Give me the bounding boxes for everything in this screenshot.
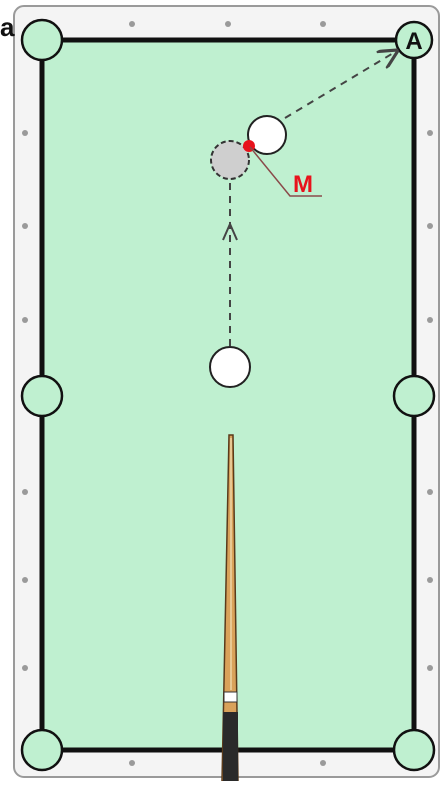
diamond-marker-icon bbox=[427, 577, 433, 583]
diamond-marker-icon bbox=[427, 665, 433, 671]
cue-ball bbox=[210, 347, 250, 387]
diamond-marker-icon bbox=[427, 223, 433, 229]
diamond-marker-icon bbox=[22, 223, 28, 229]
diamond-marker-icon bbox=[22, 489, 28, 495]
pocket-icon bbox=[22, 20, 62, 60]
pocket-label: A bbox=[405, 28, 422, 55]
pocket-icon bbox=[22, 730, 62, 770]
diamond-marker-icon bbox=[427, 130, 433, 136]
diamond-marker-icon bbox=[320, 760, 326, 766]
contact-point-label: M bbox=[293, 171, 313, 198]
diamond-marker-icon bbox=[427, 317, 433, 323]
diamond-marker-icon bbox=[129, 760, 135, 766]
diamond-marker-icon bbox=[427, 489, 433, 495]
diamond-marker-icon bbox=[129, 21, 135, 27]
figure-label: a bbox=[0, 12, 14, 43]
pocket-icon bbox=[394, 376, 434, 416]
diamond-marker-icon bbox=[22, 577, 28, 583]
diamond-marker-icon bbox=[320, 21, 326, 27]
diamond-marker-icon bbox=[225, 21, 231, 27]
pocket-icon bbox=[22, 376, 62, 416]
diamond-marker-icon bbox=[22, 130, 28, 136]
diamond-marker-icon bbox=[22, 317, 28, 323]
pocket-icon bbox=[394, 730, 434, 770]
diamond-marker-icon bbox=[22, 665, 28, 671]
